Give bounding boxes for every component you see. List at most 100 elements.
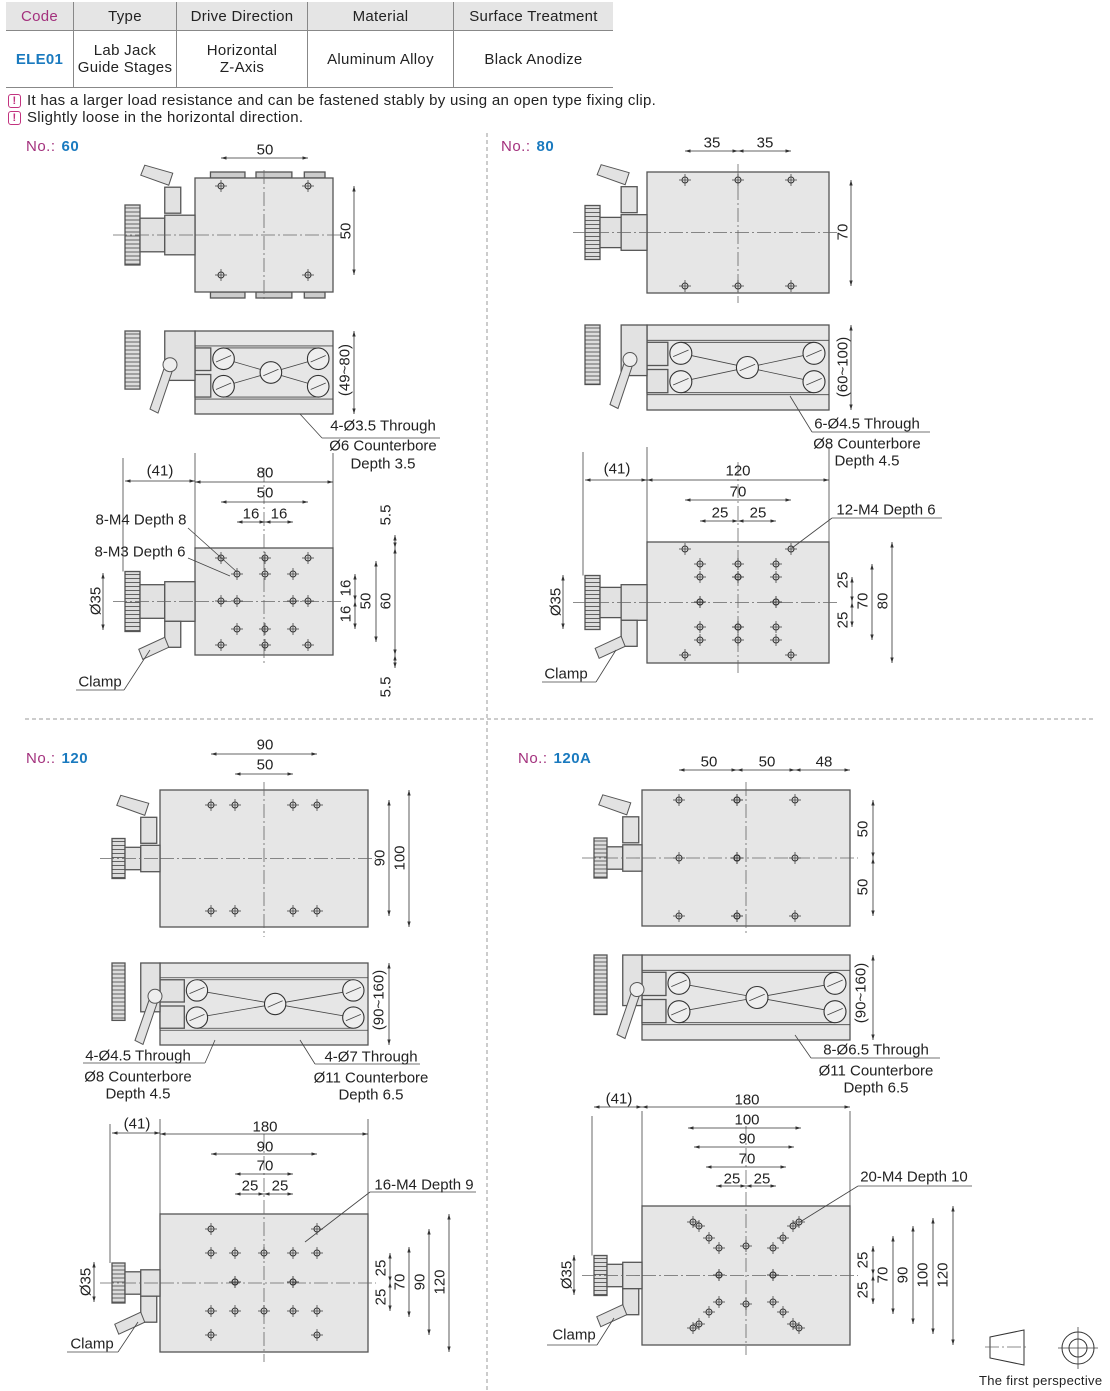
foot	[303, 171, 326, 179]
dimension-label: 90	[256, 1138, 274, 1156]
dimension-label: Ø11 Counterbore	[818, 1062, 934, 1080]
dimension-label: Ø35	[77, 1267, 95, 1297]
note-text: Slightly loose in the horizontal directi…	[27, 109, 304, 126]
clamp-handle	[598, 794, 632, 816]
dimension-label: 50	[256, 141, 274, 159]
screw-slot	[827, 979, 843, 987]
spec-table: Code Type Drive Direction Material Surfa…	[6, 2, 613, 88]
panel-title-60: No.:60	[26, 138, 79, 155]
dimension-label: 60	[377, 592, 395, 610]
dimension-label: 20-M4 Depth 10	[860, 1168, 968, 1186]
clamp-handle	[116, 794, 150, 816]
dimension-label: Ø35	[547, 587, 565, 617]
dimension-label: 50	[357, 592, 375, 610]
dimension-label: Ø35	[87, 586, 105, 616]
foot	[209, 171, 246, 179]
panel-label: No.:	[26, 750, 56, 767]
dimension-label: 120	[431, 1269, 449, 1295]
dimension-label: 50	[256, 484, 274, 502]
dimension-label: 70	[834, 223, 852, 241]
dimension-label: Ø8 Counterbore	[813, 435, 921, 453]
dimension-label: 25	[749, 504, 767, 522]
dimension-label: 25	[854, 1281, 872, 1299]
dimension-label: Clamp	[544, 665, 588, 683]
leader	[187, 527, 238, 573]
leader	[799, 1185, 859, 1223]
projection-note: The first perspective	[979, 1373, 1103, 1388]
leader	[204, 1039, 216, 1064]
dimension-label: 70	[256, 1157, 274, 1175]
knob	[111, 962, 126, 1022]
screw-slot	[806, 349, 822, 357]
spec-header-row: Code Type Drive Direction Material Surfa…	[6, 2, 613, 31]
screw-slot	[827, 1008, 843, 1016]
clamp-handle	[594, 635, 626, 659]
dimension-label: 4-Ø3.5 Through	[330, 417, 436, 435]
dimension-label: 70	[729, 483, 747, 501]
dimension-label: 90	[411, 1273, 429, 1291]
dimension-label: 90	[738, 1130, 756, 1148]
screw-slot	[672, 378, 689, 386]
note-item: !It has a larger load resistance and can…	[8, 92, 656, 109]
dimension-label: (90~160)	[370, 969, 388, 1031]
dimension-label: Ø8 Counterbore	[84, 1068, 192, 1086]
clamp-handle	[596, 1304, 628, 1328]
dimension-label: 100	[914, 1262, 932, 1288]
dimension-label: 4-Ø4.5 Through	[85, 1047, 191, 1065]
slider-block	[646, 368, 669, 394]
note-item: ! Slightly loose in the horizontal direct…	[8, 109, 656, 126]
panel-label: No.:	[501, 138, 531, 155]
dimension-label: 8-M3 Depth 6	[94, 543, 186, 561]
warning-icon: !	[8, 110, 21, 125]
panel-label: No.:	[26, 138, 56, 155]
slider-block	[641, 998, 667, 1024]
screw-slot	[189, 1014, 205, 1022]
knob	[584, 324, 601, 386]
dimension-label: 25	[834, 611, 852, 629]
foot	[209, 291, 246, 299]
screw-slot	[671, 1008, 687, 1016]
dimension-label: 80	[874, 592, 892, 610]
slider-block	[646, 341, 669, 367]
type-line-1: Lab Jack	[93, 42, 157, 59]
lever-pivot	[147, 988, 163, 1004]
screw-slot	[671, 979, 687, 987]
dimension-label: 4-Ø7 Through	[324, 1048, 418, 1066]
dimension-label: Clamp	[78, 673, 122, 691]
screw-slot	[806, 378, 822, 386]
dimension-label: 25	[723, 1170, 741, 1188]
panel-number: 80	[536, 138, 555, 155]
dimension-label: 120	[725, 462, 751, 480]
dimension-label: Depth 4.5	[834, 452, 900, 470]
panel-number: 120	[61, 750, 89, 767]
dimension-label: (90~160)	[852, 962, 870, 1024]
notes: !It has a larger load resistance and can…	[8, 92, 656, 126]
leader	[794, 1034, 812, 1059]
dimension-label: 16	[337, 579, 355, 597]
screw-slot	[215, 355, 232, 363]
dimension-label: 6-Ø4.5 Through	[814, 415, 920, 433]
dimension-label: 50	[256, 756, 274, 774]
dimension-label: Clamp	[70, 1335, 114, 1353]
dimension-label: 80	[256, 464, 274, 482]
header-drive-direction: Drive Direction	[176, 2, 308, 31]
dimension-label: 180	[252, 1118, 278, 1136]
clamp-block	[164, 620, 182, 648]
dimension-label: 16	[270, 505, 288, 523]
slider-block	[194, 347, 212, 372]
dimension-label: Depth 6.5	[843, 1079, 909, 1097]
slider-block	[194, 373, 212, 398]
dimension-label: 90	[256, 736, 274, 754]
dimension-label: (60~100)	[834, 336, 852, 398]
slider-block	[641, 971, 667, 997]
dimension-label: Ø6 Counterbore	[329, 437, 437, 455]
dimension-label: 50	[337, 222, 355, 240]
foot	[303, 291, 326, 299]
dimension-label: 180	[734, 1091, 760, 1109]
clamp-handle	[140, 164, 174, 186]
dimension-label: Depth 4.5	[105, 1085, 171, 1103]
foot	[255, 291, 293, 299]
foot	[255, 171, 293, 179]
